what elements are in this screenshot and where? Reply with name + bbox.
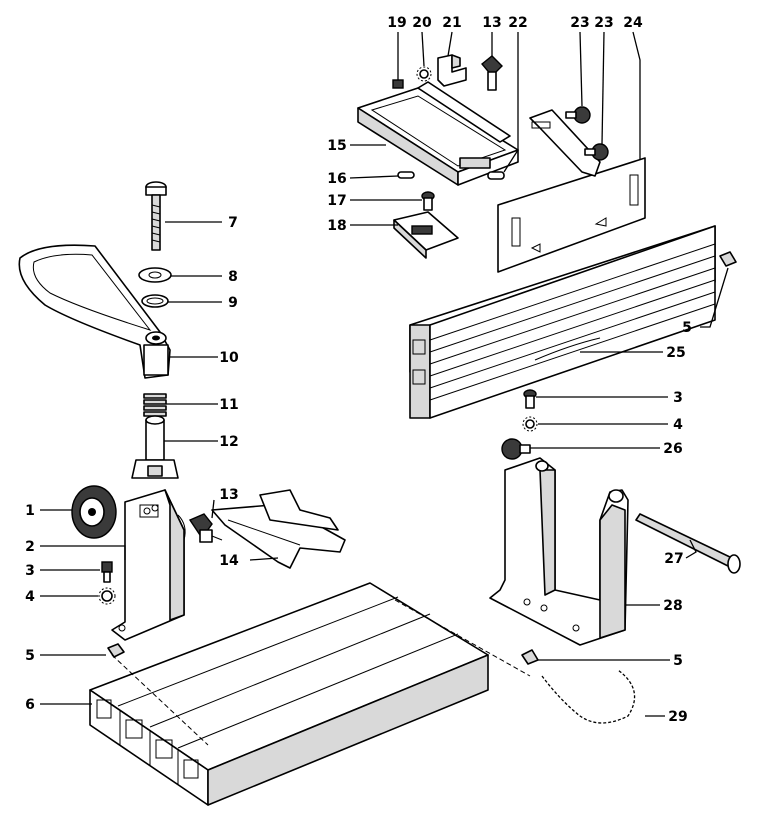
callout-6: 6 <box>25 697 35 713</box>
part-13-wing-screw-left <box>188 513 223 543</box>
part-2-bracket <box>111 489 186 641</box>
callout-22: 22 <box>508 15 527 31</box>
callout-12: 12 <box>219 434 238 450</box>
part-12-pivot-shaft <box>131 415 179 479</box>
part-20-star-washer <box>416 66 432 82</box>
callout-7: 7 <box>228 215 238 231</box>
callout-28: 28 <box>663 598 682 614</box>
callout-labels: 1 2 3 4 5 6 7 8 9 10 11 12 13 14 15 16 1… <box>25 15 692 725</box>
part-3-screw-right <box>523 389 537 409</box>
callout-10: 10 <box>219 350 239 366</box>
part-5-slot-nut-right-top <box>719 251 737 267</box>
callout-25: 25 <box>666 345 685 361</box>
part-22-set-screw <box>487 171 505 180</box>
part-3-screw-left <box>101 561 113 583</box>
callout-29: 29 <box>668 709 687 725</box>
part-23-knob-b <box>584 143 609 161</box>
callout-23-b: 23 <box>594 15 613 31</box>
part-1-knurled-wheel <box>71 485 117 539</box>
callout-11: 11 <box>219 397 238 413</box>
part-15-slide-base <box>357 81 519 186</box>
leader-lines <box>40 31 729 717</box>
callout-17: 17 <box>327 193 346 209</box>
part-5-slot-nut-left <box>107 643 125 658</box>
callout-13-top: 13 <box>482 15 501 31</box>
assembly-guide-lines <box>111 599 531 746</box>
part-5-slot-nut-right-bottom <box>521 649 539 665</box>
part-23-knob-a <box>565 106 591 124</box>
callout-2: 2 <box>25 539 35 555</box>
part-27-rod <box>635 513 741 574</box>
callout-3-left: 3 <box>25 563 35 579</box>
part-16-pin <box>397 171 415 179</box>
callout-13-left: 13 <box>219 487 238 503</box>
part-13-wing-screw-top <box>481 55 503 91</box>
part-6-base-rail <box>89 582 489 806</box>
part-26-knob <box>501 438 531 460</box>
part-7-bolt <box>145 181 167 251</box>
part-24-fence-plate <box>497 109 646 273</box>
part-17-screw <box>421 191 435 211</box>
callout-5-left: 5 <box>25 648 35 664</box>
part-25-fence-extrusion <box>409 225 716 419</box>
callout-1: 1 <box>25 503 35 519</box>
callout-16: 16 <box>327 171 346 187</box>
callout-23-a: 23 <box>570 15 589 31</box>
part-29-ball-chain <box>541 669 636 724</box>
part-10-handle-arm <box>18 244 171 379</box>
callout-4-left: 4 <box>25 589 35 605</box>
part-18-clamp-block <box>393 211 459 259</box>
part-21-angle-bracket <box>437 54 467 87</box>
part-4-star-washer-right <box>522 416 538 432</box>
callout-14: 14 <box>219 553 239 569</box>
callout-5-fence: 5 <box>682 320 692 336</box>
callout-19: 19 <box>387 15 406 31</box>
part-8-washer <box>138 267 172 283</box>
part-11-spring <box>143 393 167 417</box>
part-28-u-bracket <box>489 457 629 646</box>
callout-21: 21 <box>442 15 461 31</box>
callout-5-bracket: 5 <box>673 653 683 669</box>
part-4-star-washer-left <box>98 587 116 605</box>
callout-24: 24 <box>623 15 643 31</box>
callout-18: 18 <box>327 218 346 234</box>
part-14-guide-carrier <box>211 489 346 569</box>
callout-3-right: 3 <box>673 390 683 406</box>
callout-8: 8 <box>228 269 238 285</box>
callout-27: 27 <box>664 551 683 567</box>
part-9-ring <box>141 294 169 308</box>
part-19-screw-small <box>392 79 404 89</box>
callout-4-right: 4 <box>673 417 683 433</box>
callout-9: 9 <box>228 295 238 311</box>
callout-15: 15 <box>327 138 346 154</box>
callout-26: 26 <box>663 441 682 457</box>
callout-20: 20 <box>412 15 432 31</box>
